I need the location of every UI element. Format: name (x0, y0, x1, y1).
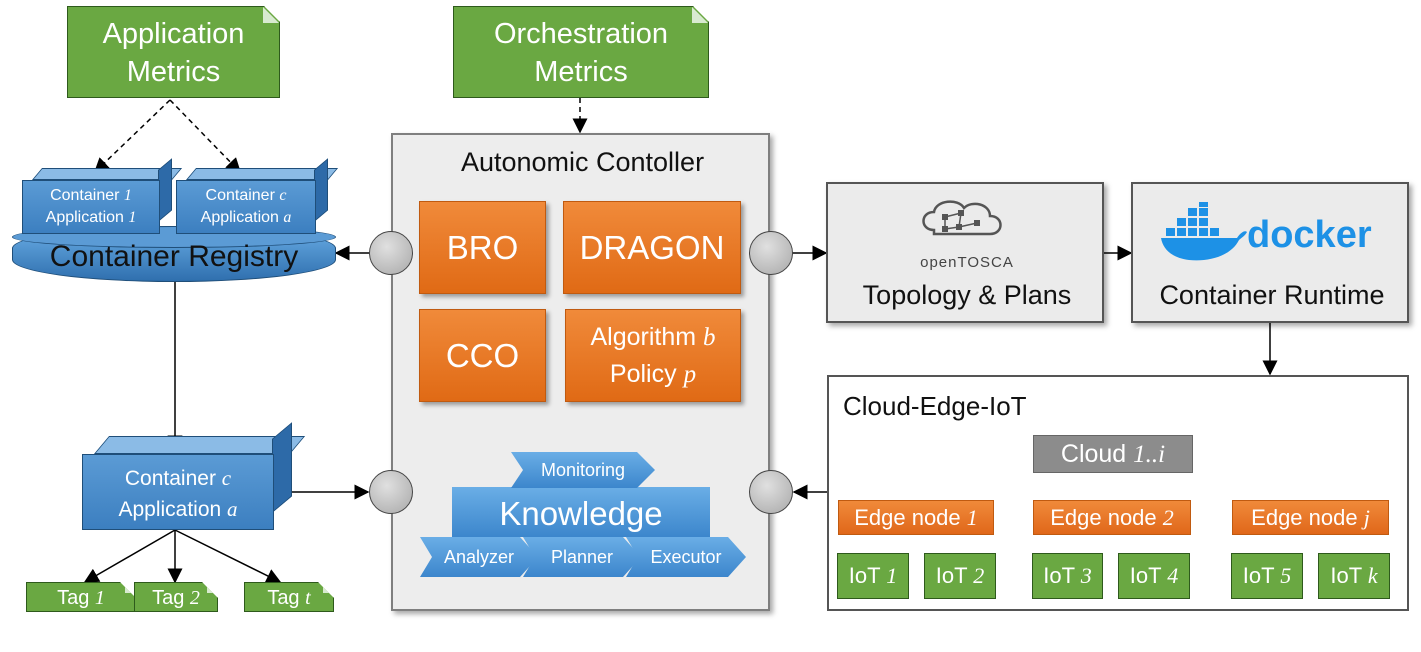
app-metrics-link-1 (93, 99, 171, 174)
container-to-tag1 (83, 529, 176, 583)
reg-c2-var1: c (279, 187, 287, 204)
analyzer-label: Analyzer (443, 546, 515, 567)
iot-k-var: k (1367, 563, 1378, 588)
iot-node-5: IoT 5 (1231, 553, 1303, 599)
cloud-node: Cloud 1..i (1033, 435, 1193, 473)
edge-1-var: 1 (966, 505, 978, 530)
app-metrics-line2: Metrics (126, 56, 221, 88)
edge-j-var: j (1363, 505, 1370, 530)
interface-circle-bottom-left (369, 470, 413, 514)
reg-c1-line1: Container (50, 187, 124, 204)
iot-3-var: 3 (1080, 563, 1092, 588)
iot-1-var: 1 (886, 563, 898, 588)
tag-1-var: 1 (94, 587, 105, 609)
algorithm-var: b (703, 323, 716, 351)
reg-c2-line1: Container (205, 187, 280, 204)
planner-step: Planner (523, 537, 641, 577)
tag-t-var: t (305, 587, 311, 609)
iot-5-var: 5 (1280, 563, 1292, 588)
cco-module: CCO (419, 309, 546, 402)
tag-2-text: Tag (152, 587, 190, 609)
tag-t-text: Tag (267, 587, 306, 609)
iot-5-text: IoT (1242, 563, 1281, 588)
opentosca-logo-text: openTOSCA (920, 254, 1014, 271)
iot-node-4: IoT 4 (1118, 553, 1190, 599)
interface-circle-top-left (369, 231, 413, 275)
dep-c-var1: c (221, 466, 232, 490)
reg-c2-line2: Application (200, 209, 284, 226)
container-runtime-box: docker Container Runtime (1131, 182, 1409, 323)
edge-2-var: 2 (1162, 505, 1174, 530)
cloud-edge-iot-title: Cloud-Edge-IoT (843, 391, 1027, 421)
edge-j-text: Edge node (1251, 505, 1364, 530)
interface-circle-top-right (749, 231, 793, 275)
registry-container-1: Container 1 Application 1 (22, 158, 183, 234)
knowledge-block: Knowledge (452, 487, 710, 537)
knowledge-label: Knowledge (499, 495, 663, 532)
iot-4-text: IoT (1129, 563, 1168, 588)
algorithm-policy-module: Algorithm b Policy p (565, 309, 741, 402)
dep-c-line2: Application (118, 498, 228, 521)
cloud-text: Cloud (1060, 440, 1134, 468)
application-metrics-note: Application Metrics (67, 6, 280, 98)
iot-node-k: IoT k (1318, 553, 1390, 599)
topology-plans-box: openTOSCA Topology & Plans (826, 182, 1104, 323)
iot-k-text: IoT (1330, 563, 1368, 588)
edge-node-2: Edge node 2 (1033, 500, 1191, 535)
tag-1: Tag 1 (26, 582, 136, 612)
dep-c-var2: a (227, 497, 238, 521)
dep-c-line1: Container (124, 467, 222, 490)
edge-node-1: Edge node 1 (838, 500, 994, 535)
algorithm-text: Algorithm (590, 322, 704, 351)
cloud-var: 1..i (1133, 441, 1166, 468)
registry-container-c: Container c Application a (176, 158, 339, 234)
container-registry: Container Registry (12, 226, 336, 282)
executor-label: Executor (650, 546, 722, 567)
edge-2-text: Edge node (1050, 505, 1163, 530)
interface-circle-bottom-right (749, 470, 793, 514)
app-metrics-line1: Application (102, 18, 245, 50)
controller-title: Autonomic Contoller (460, 147, 705, 177)
iot-node-2: IoT 2 (924, 553, 996, 599)
tag-2: Tag 2 (134, 582, 218, 612)
iot-2-text: IoT (935, 563, 974, 588)
iot-2-var: 2 (973, 563, 985, 588)
tag-2-var: 2 (189, 587, 200, 609)
bro-module: BRO (419, 201, 546, 294)
executor-step: Executor (626, 537, 746, 577)
edge-node-j: Edge node j (1232, 500, 1389, 535)
monitoring-step: Monitoring (511, 452, 655, 488)
reg-c2-var2: a (283, 209, 292, 226)
orch-metrics-line1: Orchestration (493, 18, 669, 50)
policy-var: p (683, 360, 697, 388)
iot-4-var: 4 (1167, 563, 1179, 588)
deployed-container: Container c Application a (82, 422, 306, 530)
iot-node-1: IoT 1 (837, 553, 909, 599)
container-to-tag3 (174, 529, 282, 583)
opentosca-logo-icon (922, 200, 1002, 236)
orch-metrics-line2: Metrics (534, 56, 628, 88)
policy-text: Policy (609, 359, 684, 388)
iot-1-text: IoT (848, 563, 887, 588)
analyzer-step: Analyzer (420, 537, 538, 577)
docker-logo-text: docker (1247, 214, 1372, 256)
dragon-module: DRAGON (563, 201, 741, 294)
reg-c1-var1: 1 (123, 187, 132, 204)
tag-t: Tag t (244, 582, 334, 612)
reg-c1-var2: 1 (128, 209, 137, 226)
edge-1-text: Edge node (854, 505, 967, 530)
app-metrics-link-2 (169, 99, 242, 174)
container-registry-label: Container Registry (49, 240, 299, 273)
topology-plans-label: Topology & Plans (862, 280, 1072, 310)
iot-node-3: IoT 3 (1032, 553, 1103, 599)
planner-label: Planner (550, 546, 614, 567)
tag-1-text: Tag (57, 587, 95, 609)
monitoring-label: Monitoring (540, 459, 626, 480)
orchestration-metrics-note: Orchestration Metrics (453, 6, 709, 98)
reg-c1-line2: Application (45, 209, 129, 226)
docker-whale-icon (1161, 202, 1247, 261)
iot-3-text: IoT (1043, 563, 1081, 588)
container-runtime-label: Container Runtime (1159, 280, 1385, 310)
